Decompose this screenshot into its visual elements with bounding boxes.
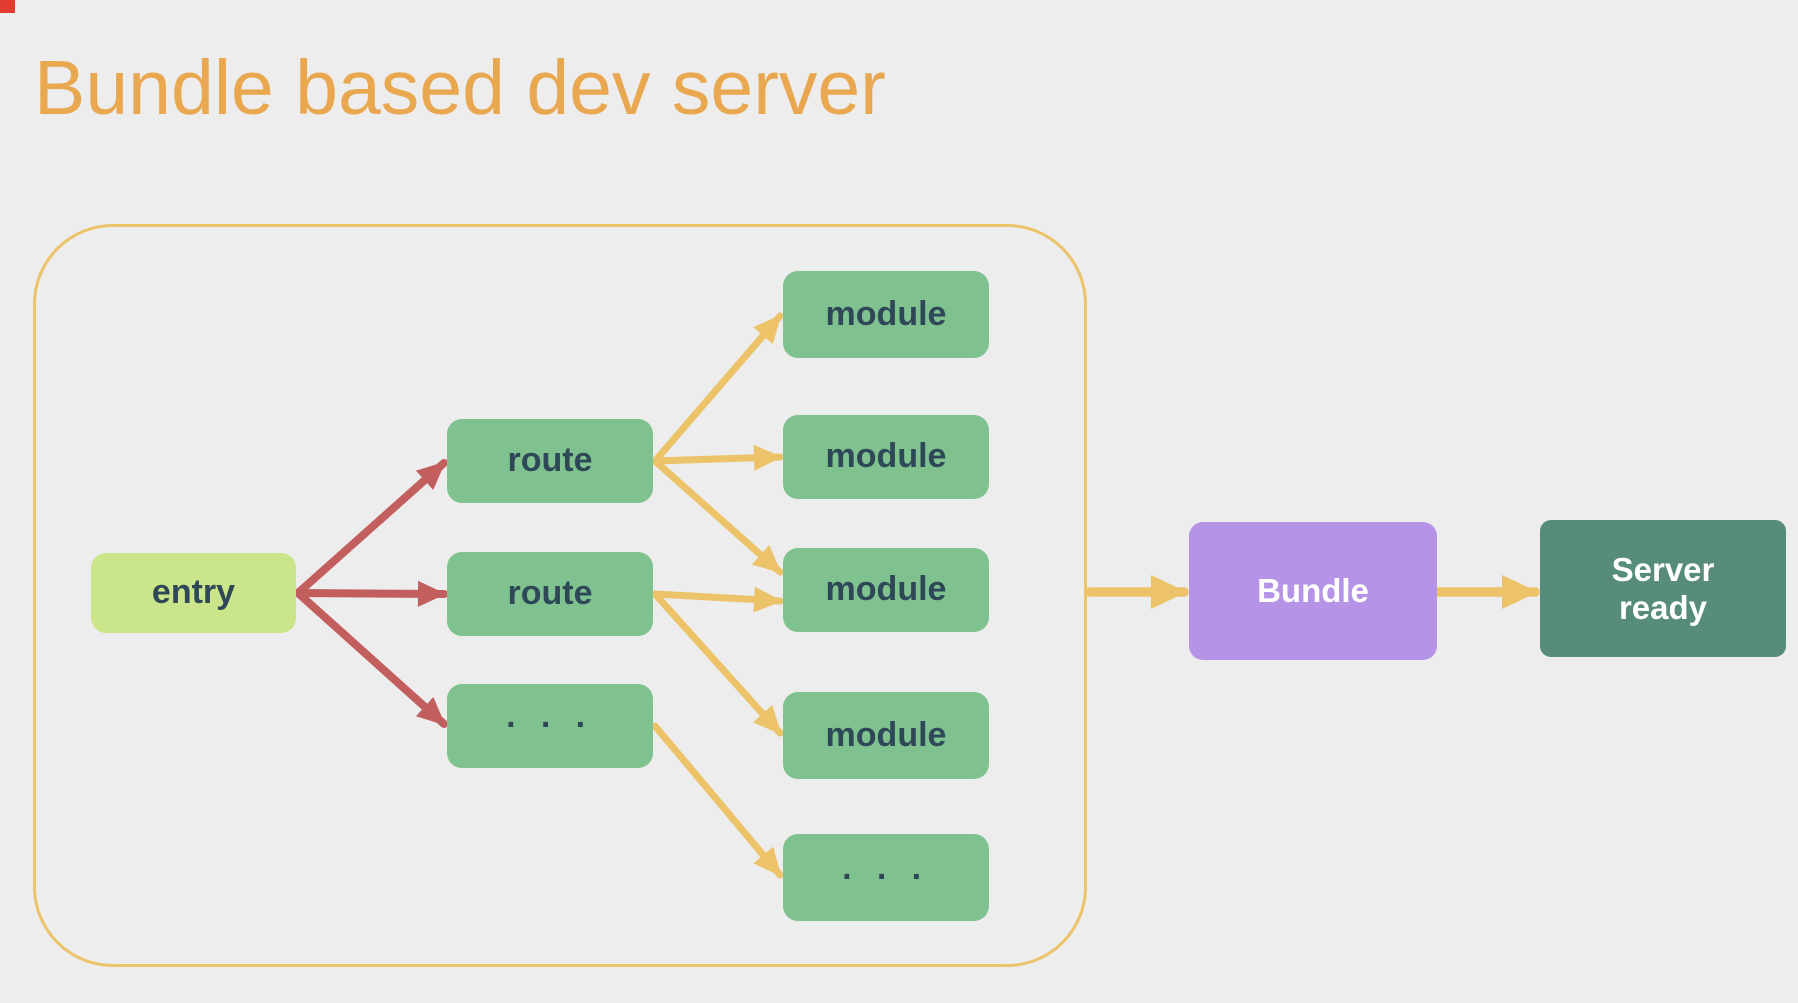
- arrow-route1-module3: [651, 457, 784, 576]
- arrow-entry-route2: [294, 580, 448, 607]
- server-ready-label: Server ready: [1611, 550, 1715, 626]
- dev-server-boundary: [33, 224, 1087, 967]
- arrow-entry-routes-more: [294, 589, 448, 728]
- route-node-2: route: [447, 552, 653, 636]
- bundle-label: Bundle: [1257, 572, 1369, 610]
- entry-node: entry: [91, 553, 296, 633]
- arrow-entry-route1: [294, 459, 448, 597]
- arrow-route2-module4: [651, 590, 784, 737]
- module-label: module: [825, 437, 947, 476]
- page-title: Bundle based dev server: [34, 45, 886, 131]
- module-label: module: [825, 570, 947, 609]
- arrow-route1-module2: [651, 444, 784, 471]
- module-node-2: module: [783, 415, 989, 499]
- module-node-1: module: [783, 271, 989, 358]
- corner-marker: [0, 0, 15, 13]
- module-label: module: [825, 715, 947, 754]
- route-more-node: · · ·: [447, 684, 653, 768]
- module-label: module: [825, 294, 947, 333]
- route-label: route: [507, 574, 593, 613]
- arrow-route2-module3: [651, 586, 784, 613]
- route-label: route: [507, 441, 593, 480]
- server-ready-node: Server ready: [1540, 520, 1786, 657]
- arrow-route1-module1: [651, 312, 784, 465]
- module-more-node: · · ·: [783, 834, 989, 921]
- entry-to-route-arrows: [294, 459, 448, 728]
- entry-label: entry: [151, 573, 236, 612]
- route-to-module-arrows: [651, 312, 784, 879]
- module-more-label: · · ·: [842, 857, 930, 896]
- route-node-1: route: [447, 419, 653, 503]
- module-node-3: module: [783, 548, 989, 632]
- module-node-4: module: [783, 692, 989, 779]
- bundle-node: Bundle: [1189, 522, 1437, 660]
- route-more-label: · · ·: [506, 706, 594, 745]
- arrow-routes-more-modules-more: [651, 722, 784, 879]
